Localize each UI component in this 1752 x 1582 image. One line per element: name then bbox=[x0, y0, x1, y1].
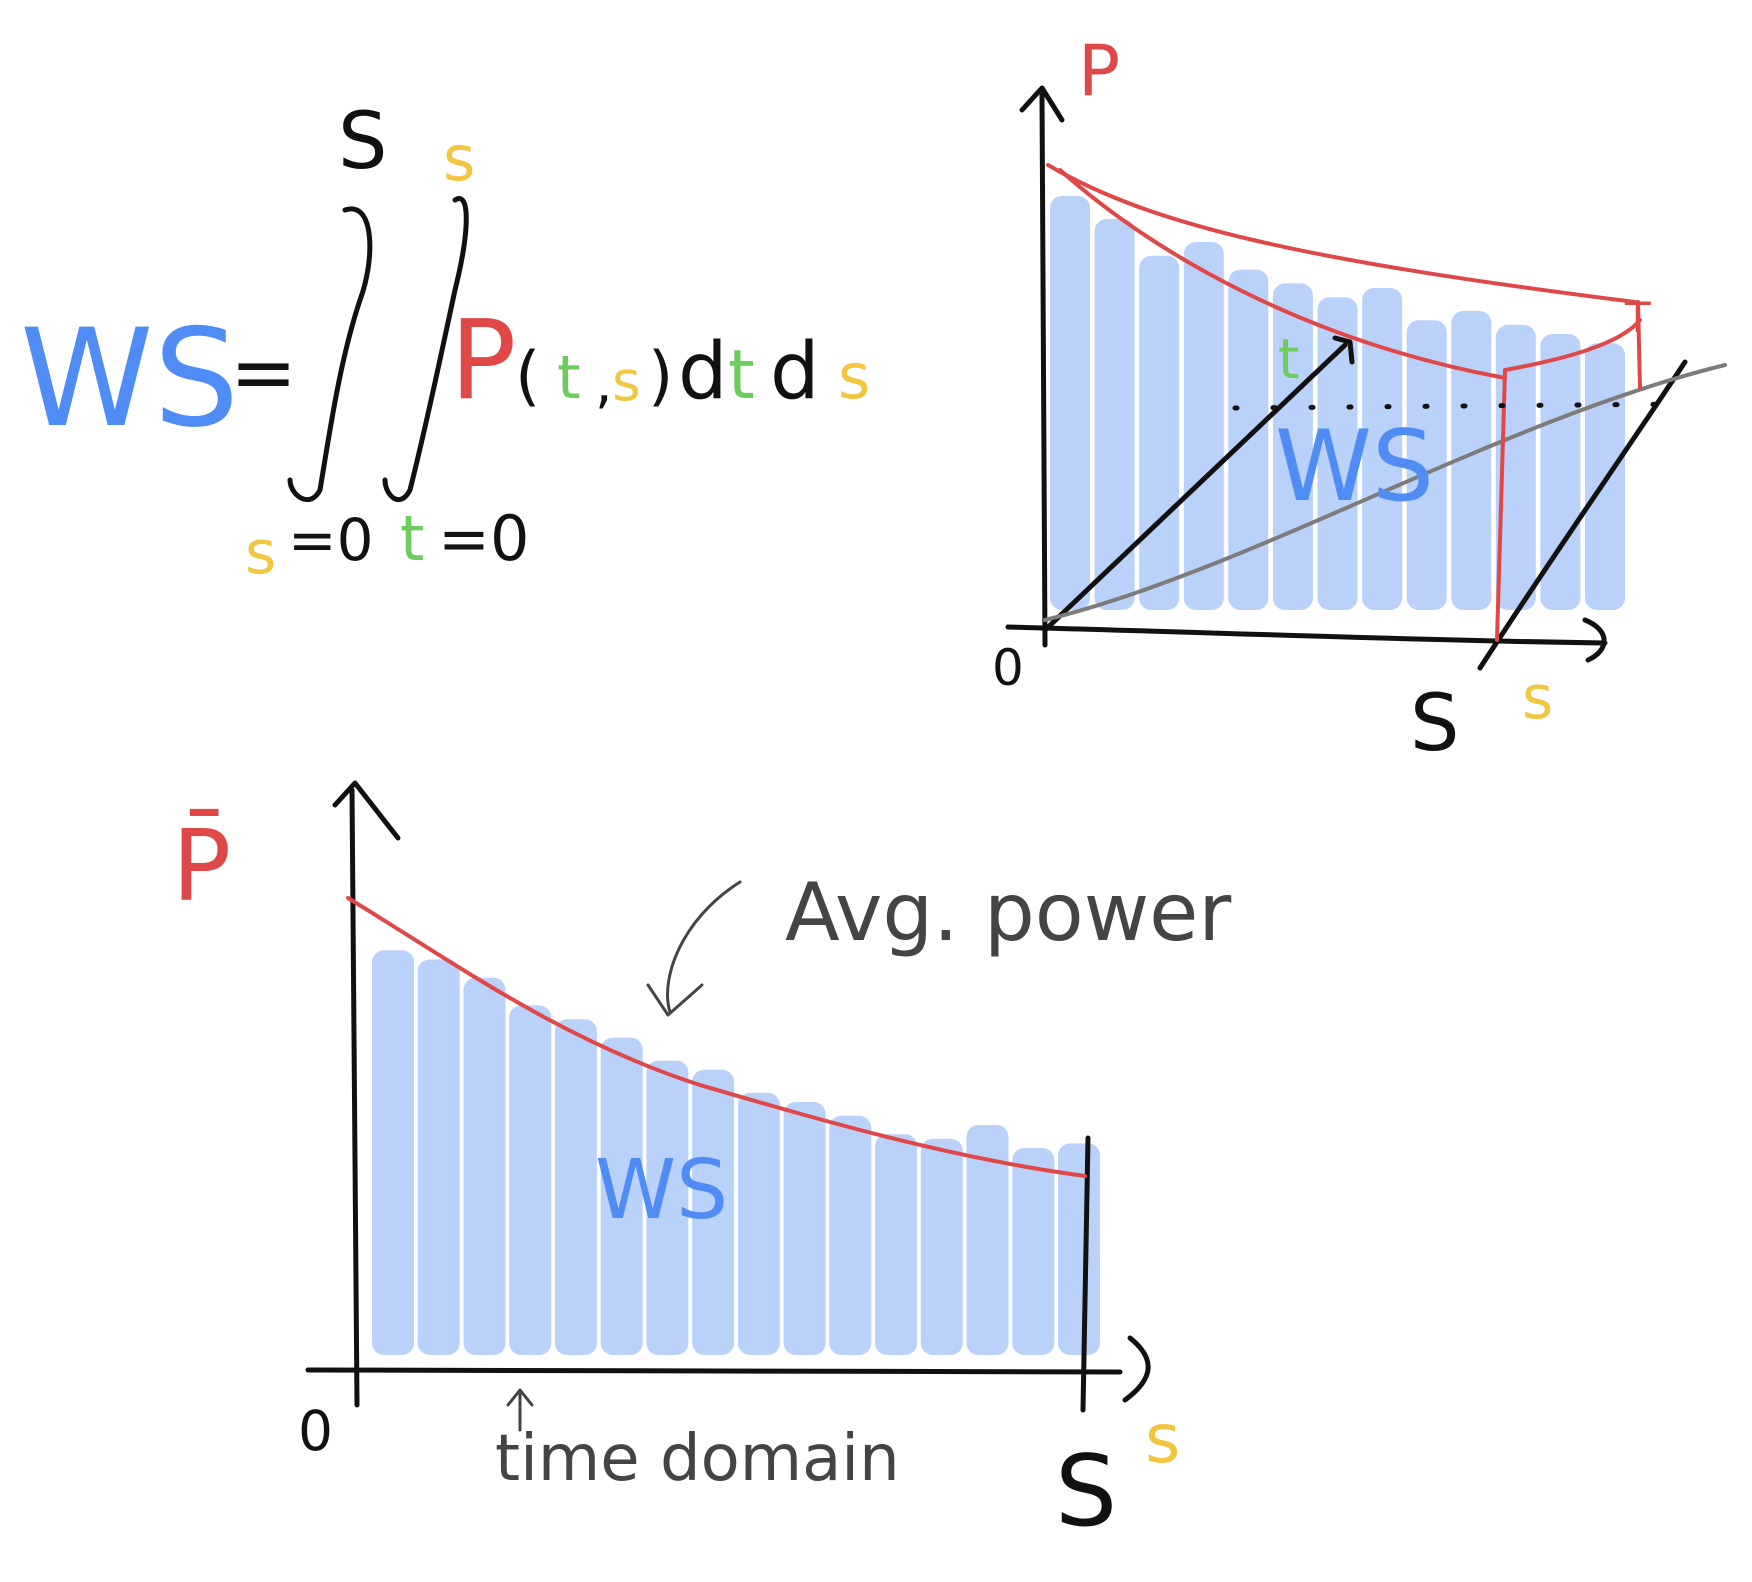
chart-2d-bar bbox=[1058, 1143, 1100, 1355]
chart-2d-bar bbox=[966, 1125, 1009, 1355]
chart-3d-far-edge bbox=[1477, 359, 1688, 671]
chart-2d-bar bbox=[600, 1037, 643, 1355]
outer-upper-limit: S bbox=[338, 97, 388, 187]
differential-s: s bbox=[838, 340, 870, 413]
chart-3d-s-var-label: s bbox=[1522, 663, 1553, 733]
chart-2d-area-label: WS bbox=[595, 1143, 728, 1238]
chart-2d-bar bbox=[372, 950, 414, 1355]
formula: WS = S s P ( t , s ) d t d s s =0 t =0 bbox=[20, 97, 870, 588]
chart-2d-bars bbox=[372, 950, 1100, 1355]
inner-lower-var: t bbox=[400, 502, 424, 575]
chart-2d-bar bbox=[920, 1138, 963, 1355]
chart-3d-bar bbox=[1451, 311, 1492, 610]
paren-close: ) bbox=[648, 339, 673, 414]
chart-3d-bar bbox=[1362, 288, 1403, 610]
chart-2d-bar bbox=[646, 1060, 689, 1355]
chart-3d-t-marker-stem bbox=[1636, 300, 1642, 390]
chart-2d-time-domain-arrow bbox=[506, 1388, 534, 1432]
chart-3d-s-axis bbox=[1005, 624, 1608, 646]
chart-2d-bar bbox=[417, 959, 460, 1355]
formula-equals: = bbox=[230, 326, 297, 419]
arg-t: t bbox=[557, 343, 581, 413]
chart-3d-t-marker-label: T bbox=[1624, 293, 1651, 342]
chart-3d-dotted-line bbox=[1232, 401, 1693, 411]
arg-comma: , bbox=[595, 351, 612, 415]
chart-3d-bars bbox=[1050, 196, 1625, 611]
formula-lhs: WS bbox=[20, 300, 239, 457]
integrand-p: P bbox=[450, 296, 516, 424]
chart-2d-time-domain-annotation: time domain bbox=[495, 1422, 900, 1496]
chart-2d-bar bbox=[829, 1115, 872, 1355]
chart-3d-s-axis-arrow bbox=[1582, 617, 1607, 663]
inner-upper-limit: s bbox=[443, 122, 475, 195]
chart-2d-bar bbox=[737, 1092, 780, 1355]
chart-2d-y-axis bbox=[349, 787, 360, 1408]
chart-3d-bar bbox=[1094, 219, 1135, 610]
chart-3d-t-label: t bbox=[1278, 327, 1300, 391]
chart-3d-bar bbox=[1540, 334, 1581, 610]
chart-2d-x-axis-arrow bbox=[1122, 1335, 1151, 1403]
chart-2d-end-marker bbox=[1080, 1135, 1091, 1413]
chart-2d-origin-label: 0 bbox=[298, 1399, 333, 1463]
chart-3d-p-axis bbox=[1039, 92, 1048, 648]
chart-2d: P̄ 0 S s WS Avg. power time domain bbox=[172, 780, 1231, 1549]
outer-integral-sign bbox=[287, 206, 373, 503]
chart-2d-bar bbox=[783, 1102, 826, 1355]
chart-3d-t-axis-arrow bbox=[1332, 335, 1355, 365]
chart-3d-area-label: WS bbox=[1275, 410, 1434, 524]
chart-3d-upper-curve bbox=[1046, 163, 1637, 304]
chart-3d-t-axis bbox=[1042, 342, 1348, 633]
inner-integral-sign bbox=[382, 195, 469, 503]
chart-3d-bar bbox=[1317, 297, 1358, 610]
chart-3d-bar bbox=[1050, 196, 1090, 610]
chart-3d-diagonal-line bbox=[1043, 363, 1727, 622]
chart-2d-bar bbox=[554, 1019, 597, 1355]
chart-3d-p-axis-arrow bbox=[1019, 85, 1065, 123]
chart-2d-y-axis-arrow bbox=[332, 780, 401, 841]
chart-2d-annotation-arrow bbox=[666, 880, 742, 1014]
chart-2d-bar bbox=[692, 1069, 735, 1355]
chart-2d-bar bbox=[875, 1134, 918, 1355]
chart-2d-annotation-arrowhead bbox=[646, 983, 704, 1017]
chart-3d-s-end-label: S bbox=[1410, 679, 1460, 769]
outer-lower-eq: =0 bbox=[288, 506, 374, 574]
chart-2d-y-label: P̄ bbox=[172, 808, 231, 924]
chart-3d-bar bbox=[1406, 320, 1447, 610]
chart-2d-avg-power-annotation: Avg. power bbox=[785, 866, 1231, 959]
chart-3d-bar bbox=[1183, 242, 1224, 610]
chart-2d-bar bbox=[509, 1005, 552, 1355]
outer-lower-var: s bbox=[245, 518, 276, 588]
chart-3d-front-curve bbox=[1058, 168, 1507, 380]
chart-2d-bar bbox=[1012, 1148, 1055, 1355]
chart-2d-bar bbox=[463, 977, 506, 1355]
differential-d2: d bbox=[770, 327, 820, 417]
chart-3d: P 0 S s t T WS bbox=[992, 30, 1727, 769]
chart-3d-front-vertical bbox=[1495, 370, 1507, 642]
chart-2d-x-var-label: s bbox=[1145, 1400, 1180, 1479]
differential-d1: d bbox=[678, 327, 728, 417]
paren-open: ( bbox=[515, 339, 540, 414]
chart-2d-avg-power-curve bbox=[346, 896, 1087, 1178]
differential-t: t bbox=[728, 336, 755, 415]
chart-2d-x-axis bbox=[305, 1367, 1123, 1375]
chart-3d-origin-label: 0 bbox=[992, 639, 1024, 697]
chart-3d-p-label: P bbox=[1078, 30, 1120, 112]
arg-s: s bbox=[612, 349, 641, 413]
inner-lower-eq: =0 bbox=[438, 502, 529, 575]
chart-2d-x-end-label: S bbox=[1055, 1435, 1117, 1549]
chart-3d-bar bbox=[1139, 255, 1180, 611]
chart-3d-right-curve bbox=[1503, 318, 1642, 372]
